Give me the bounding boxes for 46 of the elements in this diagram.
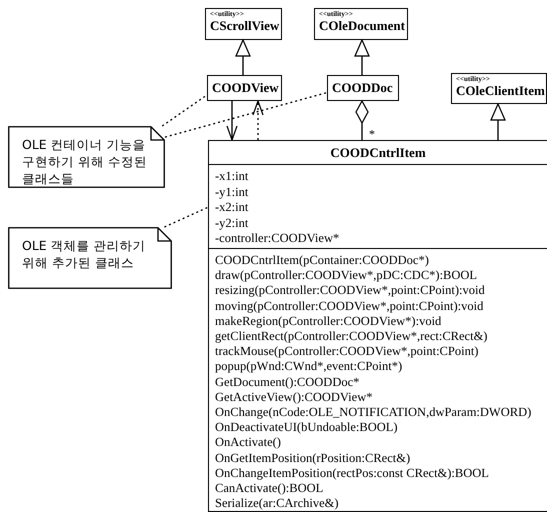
class-name: COODCntrlItem (330, 145, 426, 160)
operation-text: GetActiveView():COODView* (215, 390, 374, 406)
operation-text: getClientRect(pController:COODView*,rect:CRect&) (215, 329, 488, 344)
class-name: CScrollView (210, 18, 277, 33)
attribute-text: -x2:int (215, 200, 250, 216)
operation-text: OnChangeItemPosition(rectPos:const CRect&):BOOL (215, 466, 490, 482)
attribute-text: -y1:int (215, 184, 250, 200)
note-line (164, 206, 208, 228)
attribute-text: -x1:int (215, 169, 250, 184)
operation-text: resizing(pController:COODView*,point:CPoint):void (215, 283, 486, 299)
inheritance-arrow (490, 103, 506, 140)
note-box (8, 126, 165, 188)
operation-text: OnGetItemPosition(rPosition:CRect&) (215, 450, 412, 466)
operation-text: popup(pWnd:CWnd*,event:CPoint*) (215, 359, 404, 375)
association-arrow (226, 101, 238, 141)
class-box (327, 75, 399, 101)
note-line (164, 92, 328, 138)
note-box (8, 227, 172, 289)
operation-text: OnDeactivateUI(bUndoable:BOOL) (215, 420, 399, 436)
class-name: COleDocument (319, 18, 403, 33)
operation-text: GetDocument():COODDoc* (215, 374, 360, 390)
note-text: OLE 객체를 관리하기 위해 추가된 클래스 (22, 237, 147, 271)
inheritance-arrow (354, 39, 370, 75)
operation-text: COODCntrlItem(pContainer:COODDoc*) (215, 253, 430, 268)
class-name: COODView (212, 80, 277, 95)
attribute-text: -controller:COODView* (215, 231, 340, 246)
note-text: OLE 컨테이너 기능을 구현하기 위해 수정된 클래스들 (22, 136, 147, 187)
association-arrow (252, 100, 264, 140)
class-box (208, 140, 547, 512)
aggregation-line (355, 100, 369, 140)
attribute-text: -y2:int (215, 216, 250, 231)
note-line (162, 94, 208, 127)
operation-text: OnActivate() (215, 435, 282, 451)
class-box (207, 75, 282, 101)
class-box (205, 8, 282, 40)
operation-text: CanActivate():BOOL (215, 481, 324, 496)
operation-text: moving(pController:COODView*,point:CPoint):void (215, 298, 484, 314)
class-box (451, 73, 547, 104)
inheritance-arrow (235, 39, 251, 75)
operation-text: Serialize(ar:CArchive&) (215, 496, 340, 512)
class-box (314, 8, 408, 40)
class-name: COODDoc (332, 80, 394, 95)
operation-text: makeRegion(pController:COODView*):void (215, 314, 442, 330)
operation-text: OnChange(nCode:OLE_NOTIFICATION,dwParam:DWORD) (215, 405, 532, 420)
operation-text: trackMouse(pController:COODView*,point:CPoint) (215, 344, 480, 360)
operation-text: draw(pController:COODView*,pDC:CDC*):BOOL (215, 268, 478, 284)
